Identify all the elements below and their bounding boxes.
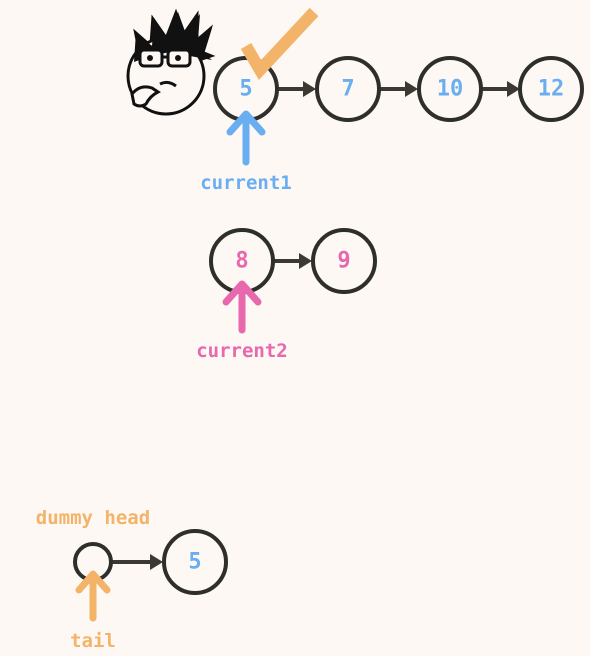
list1-node: 10 <box>417 56 483 122</box>
list1-edge-1-head <box>303 81 316 97</box>
tail-pointer-arrow <box>75 570 111 622</box>
list1-node-value: 10 <box>437 77 464 102</box>
list2: 8 9 current2 <box>196 228 377 362</box>
dummy-head-label: dummy head <box>36 507 150 529</box>
list1-node: 12 <box>518 56 584 122</box>
list1-edge-2-head <box>405 81 418 97</box>
list1-node-value: 7 <box>341 77 354 102</box>
result-edge-1-head <box>150 554 163 570</box>
tail-label: tail <box>70 630 116 652</box>
checkmark-icon <box>240 7 319 81</box>
list1: 5 7 10 12 current1 <box>200 7 584 194</box>
list2-node-value: 9 <box>337 249 350 274</box>
list1-edge-3-head <box>507 81 520 97</box>
list2-edge-1-head <box>299 253 312 269</box>
thinking-face-icon <box>126 8 216 116</box>
result-node-value: 5 <box>188 550 201 575</box>
list2-node-value: 8 <box>235 249 248 274</box>
list1-node-value: 12 <box>538 77 565 102</box>
current1-pointer-arrow <box>226 110 266 166</box>
result-node: 5 <box>162 529 228 595</box>
list1-node-value: 5 <box>239 77 252 102</box>
list2-node: 9 <box>311 228 377 294</box>
result-list: dummy head 5 tail <box>36 507 228 652</box>
list1-node: 7 <box>315 56 381 122</box>
current2-pointer-arrow <box>222 280 262 334</box>
current1-label: current1 <box>200 172 292 194</box>
current2-label: current2 <box>196 340 288 362</box>
